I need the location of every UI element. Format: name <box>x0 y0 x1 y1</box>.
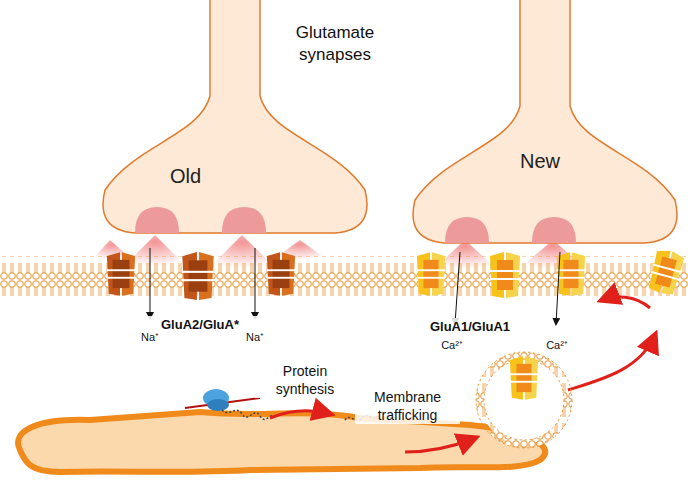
presynaptic-terminal: New <box>405 105 685 245</box>
diagram-title: Glutamate synapses <box>285 22 385 66</box>
ion-label: Ca²⁺ <box>430 338 474 353</box>
presynaptic-terminal: Old <box>95 95 375 235</box>
ion-label: Ca²⁺ <box>535 338 579 353</box>
ion-label: Na⁺ <box>235 330 275 345</box>
process-label: Membrane trafficking <box>355 388 460 424</box>
terminal-label: New <box>520 150 560 173</box>
terminal-outline <box>405 105 685 245</box>
process-label: Protein synthesis <box>255 362 355 398</box>
terminal-outline <box>95 95 375 235</box>
ion-label: Na⁺ <box>130 330 170 345</box>
receptor-label: GluA1/GluA1 <box>410 318 530 335</box>
terminal-label: Old <box>170 165 201 188</box>
